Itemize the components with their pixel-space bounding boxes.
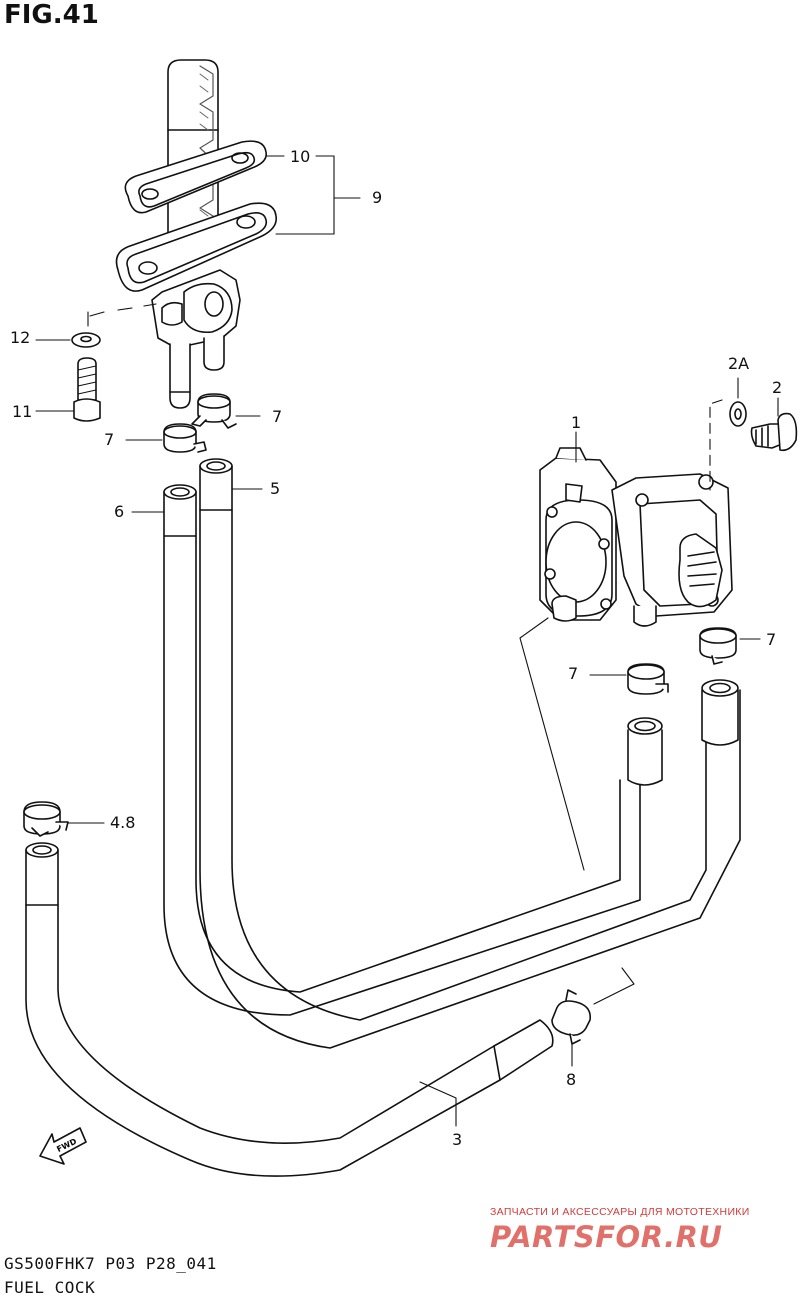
callout-1: 1 [571,413,582,432]
callout-8: 8 [566,1070,577,1089]
hose-5 [199,458,741,1049]
callout-7-upper-right: 7 [272,407,283,426]
callout-7-upper-left: 7 [104,430,115,449]
callout-12: 12 [10,328,31,347]
clamp-7-upper-right [191,393,237,429]
figure-title: FIG.41 [4,0,99,30]
figure-caption: FUEL COCK [4,1278,96,1297]
callout-2: 2 [772,378,783,397]
fwd-label: FWD [55,1137,78,1154]
callout-11: 11 [12,402,33,421]
callout-6: 6 [114,502,125,521]
callout-4-8: 4.8 [110,813,136,832]
clamp-7-upper-left [163,423,207,453]
clamp-7-right [699,627,737,665]
fwd-arrow-icon [39,1127,87,1165]
clamp-7-middle [627,663,669,695]
callout-10: 10 [290,147,311,166]
watermark-logo: PARTSFOR.RU [490,1220,723,1254]
callout-7-middle: 7 [568,664,579,683]
model-code: GS500FHK7 P03 P28_041 [4,1254,217,1273]
callout-2A: 2A [728,354,750,373]
fuel-pump-assembly [539,447,733,627]
hose-3 [25,842,554,1177]
callout-9: 9 [372,188,383,207]
callout-7-right: 7 [766,630,777,649]
clamp-8 [551,989,592,1045]
watermark-tagline: ЗАПЧАСТИ И АКСЕССУАРЫ ДЛЯ МОТОТЕХНИКИ [490,1206,750,1218]
clamp-4-8 [23,801,69,837]
callout-5: 5 [270,479,281,498]
callout-3: 3 [452,1130,463,1149]
hose-6 [163,484,641,1016]
fuel-cock-assembly [115,59,278,409]
